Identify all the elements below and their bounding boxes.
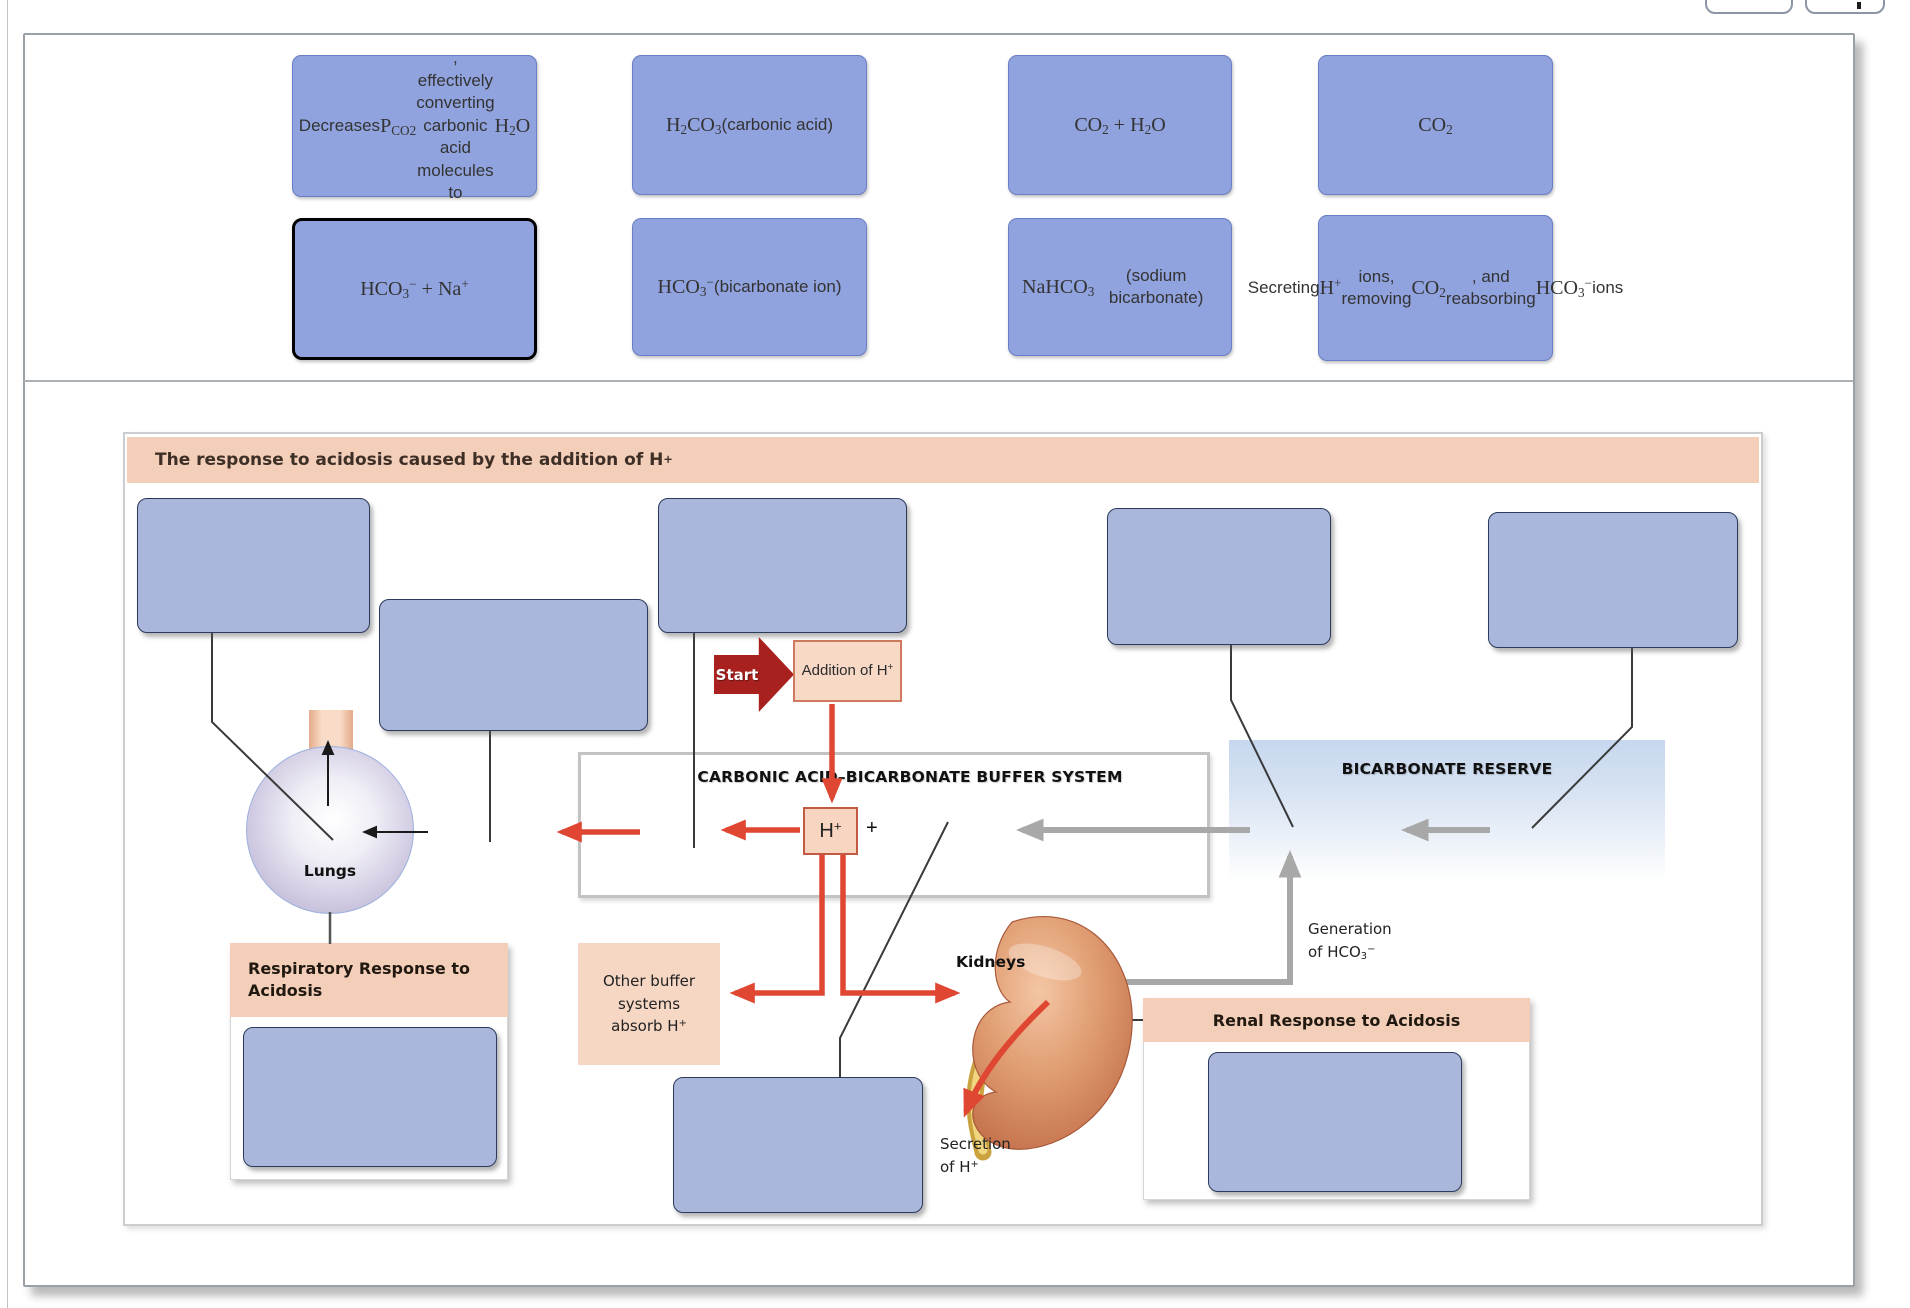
answer-tile-hco3-na-selected[interactable]: HCO3− + Na+ xyxy=(292,218,537,360)
answer-tile-h2co3[interactable]: H2CO3 (carbonic acid) xyxy=(632,55,867,195)
page-edge-rule xyxy=(7,0,8,1308)
bicarbonate-reserve-title: BICARBONATE RESERVE xyxy=(1341,760,1553,778)
kidneys-label: Kidneys xyxy=(956,953,1026,971)
lungs-label: Lungs xyxy=(303,862,357,880)
plus-sign: + xyxy=(866,817,878,839)
drop-zone-renal-response[interactable] xyxy=(1208,1052,1462,1192)
drop-zone-lungs-co2[interactable] xyxy=(137,498,370,633)
generation-of-hco3-label: Generation of HCO3− xyxy=(1308,920,1392,962)
answer-tile-hco3[interactable]: HCO3− (bicarbonate ion) xyxy=(632,218,867,356)
figure-title: The response to acidosis caused by the a… xyxy=(127,437,1759,483)
answer-tile-co2[interactable]: CO2 xyxy=(1318,55,1553,195)
drop-zone-reserve-left[interactable] xyxy=(1107,508,1331,645)
answer-tile-co2-h2o[interactable]: CO2 + H2O xyxy=(1008,55,1232,195)
answer-tile-nahco3[interactable]: NaHCO3 (sodium bicarbonate) xyxy=(1008,218,1232,356)
drop-zone-buffer-center[interactable] xyxy=(673,1077,923,1213)
toolbar-button-2[interactable] xyxy=(1805,0,1885,14)
respiratory-response-header: Respiratory Response to Acidosis xyxy=(230,943,508,1017)
lungs-illustration xyxy=(246,746,414,914)
renal-response-header: Renal Response to Acidosis xyxy=(1143,998,1530,1042)
bank-divider xyxy=(23,380,1853,382)
h-ion-box: H+ xyxy=(803,807,858,855)
drop-zone-h2o-co2[interactable] xyxy=(379,599,648,731)
answer-tile-secreting-h[interactable]: Secreting H+ ions, removing CO2, and rea… xyxy=(1248,215,1623,361)
drop-zone-reserve-right[interactable] xyxy=(1488,512,1738,648)
buffer-system-title: CARBONIC ACID–BICARBONATE BUFFER SYSTEM xyxy=(697,768,1123,786)
toolbar-button-1[interactable] xyxy=(1705,0,1793,14)
start-label: Start xyxy=(715,665,759,684)
addition-of-h-box: Addition of H+ xyxy=(793,640,902,702)
answer-tile-decreases-pco2[interactable]: Decreases PCO2, effectively converting c… xyxy=(292,48,537,202)
secretion-of-h-label: Secretion of H+ xyxy=(940,1135,1011,1176)
button-glyph-icon xyxy=(1857,2,1861,9)
other-buffer-systems-box: Other buffer systems absorb H+ xyxy=(578,943,720,1065)
drop-zone-respiratory-response[interactable] xyxy=(243,1027,497,1167)
drop-zone-h2co3[interactable] xyxy=(658,498,907,633)
